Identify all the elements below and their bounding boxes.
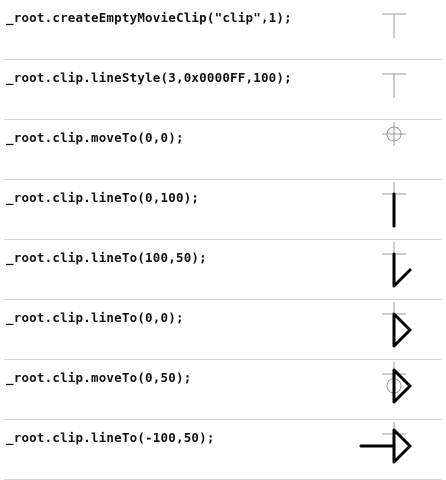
code-line: _root.clip.lineTo(0,0); [6, 310, 184, 325]
code-step-row: _root.clip.moveTo(0,0); [0, 120, 446, 180]
completed-arrow-drawing-icon [359, 422, 412, 464]
code-step-row: _root.clip.lineTo(0,0); [0, 300, 446, 360]
code-line: _root.clip.lineStyle(3,0x0000FF,100); [6, 70, 292, 85]
code-step-row: _root.clip.lineTo(-100,50); [0, 420, 446, 480]
row-divider [4, 299, 442, 300]
code-step-row: _root.clip.lineTo(100,50); [0, 240, 446, 300]
code-step-row: _root.clip.moveTo(0,50); [0, 360, 446, 420]
code-line: _root.clip.lineTo(0,100); [6, 190, 200, 205]
row-divider [4, 179, 442, 180]
row-divider [4, 119, 442, 120]
code-step-row: _root.clip.lineStyle(3,0x0000FF,100); [0, 60, 446, 120]
registration-crosshair-icon [382, 13, 406, 38]
row-divider [4, 239, 442, 240]
code-line: _root.clip.lineTo(-100,50); [6, 430, 215, 445]
closed-triangle-drawing-icon [382, 302, 412, 348]
row-divider [4, 359, 442, 360]
vertical-line-drawing-icon [382, 182, 406, 228]
code-line: _root.clip.lineTo(100,50); [6, 250, 207, 265]
pen-moved-drawing-icon [382, 362, 412, 404]
line-to-point-drawing-icon [382, 242, 412, 288]
code-line: _root.clip.moveTo(0,0); [6, 130, 184, 145]
pen-position-icon [382, 122, 406, 146]
code-step-row: _root.clip.lineTo(0,100); [0, 180, 446, 240]
registration-crosshair-icon [382, 73, 406, 98]
code-line: _root.createEmptyMovieClip("clip",1); [6, 10, 292, 25]
row-divider [4, 59, 442, 60]
code-line: _root.clip.moveTo(0,50); [6, 370, 192, 385]
row-divider [4, 419, 442, 420]
code-step-row: _root.createEmptyMovieClip("clip",1); [0, 0, 446, 60]
